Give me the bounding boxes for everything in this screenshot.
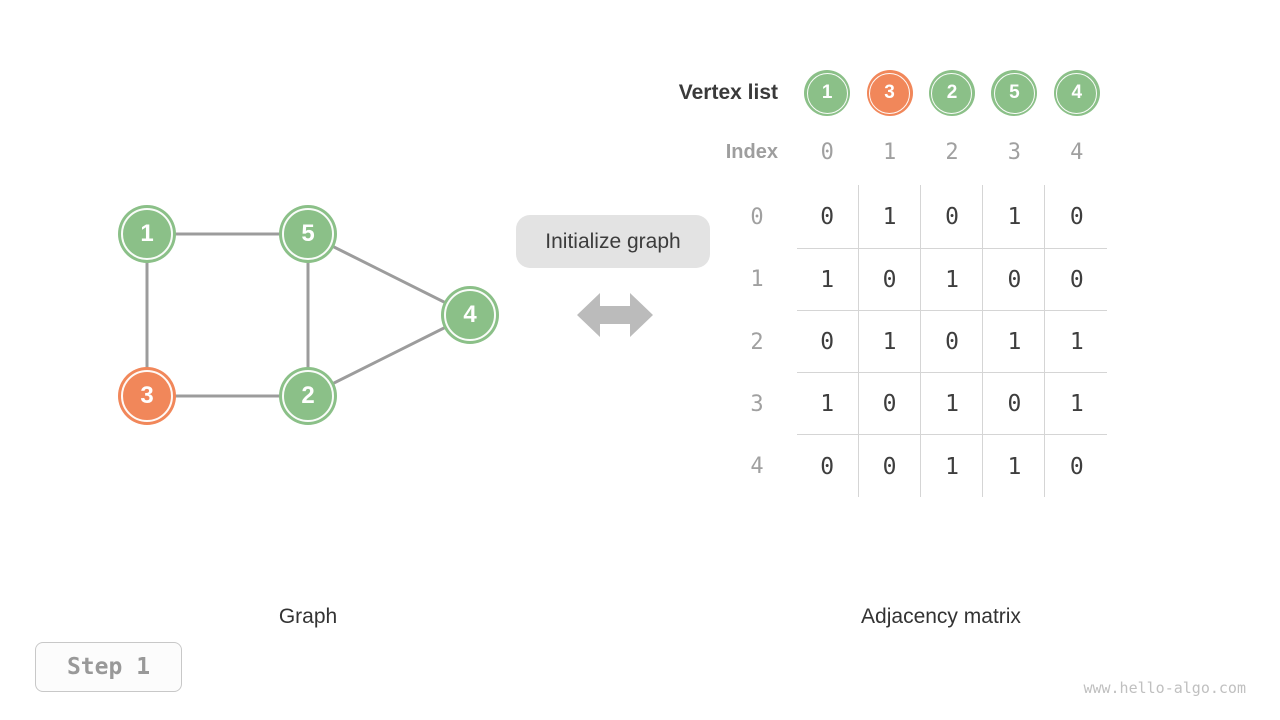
matrix-cell: 1 (1007, 453, 1022, 480)
index-value: 3 (1007, 139, 1022, 165)
grid-line (920, 185, 921, 497)
index-value: 0 (820, 139, 834, 165)
grid-line (858, 185, 859, 497)
vertex-list-row: 1 3 2 5 4 (796, 70, 1108, 116)
matrix-cell: 1 (945, 266, 959, 293)
step-badge-label: Step 1 (66, 654, 151, 680)
matrix-row-labels: 0 1 2 3 4 (741, 186, 773, 498)
graph-node-5: 5 (279, 205, 337, 263)
graph-node-label: 2 (301, 382, 315, 409)
index-row: 0 1 2 3 4 (796, 136, 1108, 168)
matrix-cell: 1 (1069, 391, 1084, 418)
matrix-cell: 0 (1007, 391, 1022, 418)
grid-line (797, 248, 1107, 249)
row-label: 3 (750, 391, 764, 417)
index-label: Index (725, 141, 778, 163)
vertex-chip-label: 2 (946, 82, 958, 103)
grid-line (1044, 185, 1045, 497)
grid-line (797, 434, 1107, 435)
matrix-cell: 0 (1069, 266, 1084, 293)
operation-label-text: Initialize graph (545, 229, 681, 253)
step-badge: Step 1 (35, 642, 182, 692)
vertex-chip-label: 3 (884, 82, 895, 103)
grid-line (797, 372, 1107, 373)
vertex-chip: 1 (804, 70, 851, 116)
matrix-cell: 1 (945, 391, 959, 418)
matrix-cell: 1 (945, 453, 959, 480)
matrix-cell: 0 (820, 328, 835, 355)
row-label: 4 (750, 454, 764, 480)
left-right-arrow-icon (577, 293, 653, 337)
graph-node-label: 5 (301, 220, 315, 247)
vertex-chip: 5 (991, 70, 1038, 116)
grid-line (982, 185, 983, 497)
graph-node-1: 1 (118, 205, 176, 263)
graph-node-3: 3 (118, 367, 176, 425)
graph-node-label: 1 (140, 220, 154, 247)
vertex-chip: 3 (866, 70, 913, 116)
graph-node-label: 4 (463, 301, 477, 328)
vertex-chip-label: 5 (1009, 82, 1020, 103)
matrix-cell: 0 (945, 204, 959, 231)
matrix-cell: 1 (1069, 328, 1084, 355)
vertex-list-label: Vertex list (678, 81, 778, 104)
matrix-cell: 0 (945, 328, 959, 355)
matrix-cell: 0 (882, 266, 897, 293)
matrix-cell: 1 (1007, 204, 1022, 231)
graph-node-2: 2 (279, 367, 337, 425)
matrix-caption: Adjacency matrix (861, 605, 1021, 628)
matrix-cell: 1 (820, 391, 835, 418)
graph-node-4: 4 (441, 286, 499, 344)
index-value: 2 (945, 139, 959, 165)
vertex-chip: 4 (1053, 70, 1100, 116)
matrix-cell: 1 (882, 204, 897, 231)
row-label: 1 (750, 267, 764, 293)
matrix-cell: 0 (1069, 204, 1084, 231)
matrix-cell: 1 (882, 328, 897, 355)
grid-line (797, 310, 1107, 311)
matrix-cell: 0 (820, 204, 835, 231)
graph-node-label: 3 (140, 382, 154, 409)
vertex-chip-label: 4 (1071, 82, 1083, 103)
row-label: 2 (750, 329, 764, 355)
matrix-cell: 0 (1069, 453, 1084, 480)
row-label: 0 (750, 204, 764, 230)
watermark: www.hello-algo.com (1083, 679, 1246, 697)
matrix-cell: 1 (1007, 328, 1022, 355)
operation-label: Initialize graph (516, 215, 710, 268)
index-value: 1 (882, 139, 897, 165)
matrix-cell: 0 (820, 453, 835, 480)
matrix-cell: 0 (1007, 266, 1022, 293)
index-value: 4 (1070, 139, 1084, 165)
vertex-chip-label: 1 (821, 82, 833, 103)
matrix-cell: 1 (820, 266, 835, 293)
graph-caption: Graph (278, 605, 338, 628)
matrix-cell: 0 (882, 453, 897, 480)
matrix-cell: 0 (882, 391, 897, 418)
vertex-chip: 2 (928, 70, 975, 116)
adjacency-matrix: 0 1 0 1 0 1 0 1 0 0 0 1 0 1 1 1 0 1 0 1 … (796, 186, 1108, 498)
